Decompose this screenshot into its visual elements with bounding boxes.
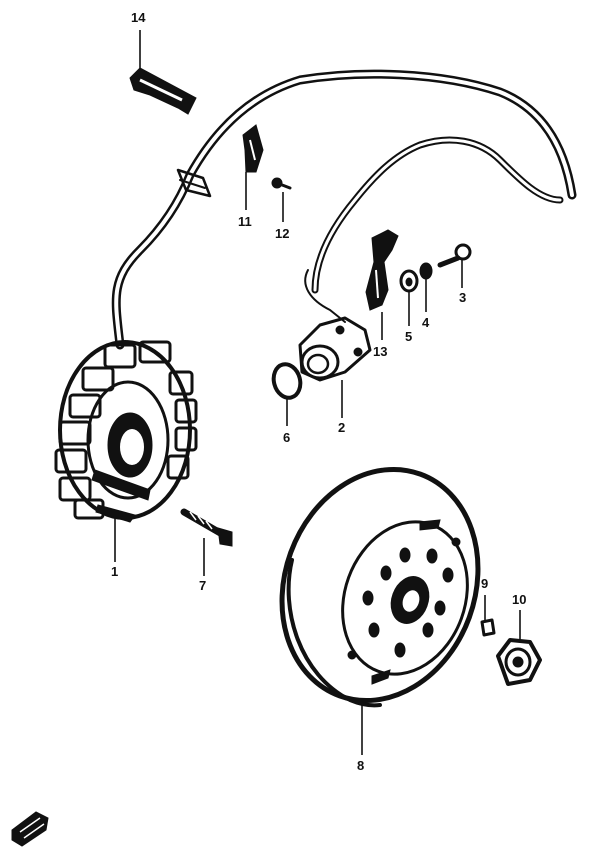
lockwasher-part-4 bbox=[419, 262, 433, 280]
callout-5: 5 bbox=[405, 329, 412, 344]
callout-14: 14 bbox=[131, 10, 146, 25]
callout-3: 3 bbox=[459, 290, 466, 305]
leader-lines bbox=[114, 30, 521, 755]
callout-13: 13 bbox=[373, 344, 387, 359]
washer-part-5 bbox=[399, 269, 419, 293]
callout-12: 12 bbox=[275, 226, 289, 241]
callout-9: 9 bbox=[481, 576, 488, 591]
clamp-part-14 bbox=[129, 67, 197, 115]
callout-8: 8 bbox=[357, 758, 364, 773]
bolt-part-7 bbox=[180, 508, 233, 547]
clamp-part-11 bbox=[242, 124, 264, 173]
pulser-lead-wire bbox=[304, 136, 564, 323]
bracket-part-13 bbox=[365, 229, 399, 311]
callout-labels: 14 11 12 3 4 5 13 2 6 1 7 9 10 8 bbox=[111, 10, 526, 773]
oring-part-6 bbox=[271, 362, 303, 400]
wiring-harness bbox=[111, 69, 577, 350]
wiring-grommet bbox=[176, 168, 212, 198]
screw-part-3 bbox=[437, 243, 472, 268]
callout-2: 2 bbox=[338, 420, 345, 435]
rotor-part-8 bbox=[279, 466, 481, 708]
callout-11: 11 bbox=[238, 214, 252, 229]
callout-1: 1 bbox=[111, 564, 118, 579]
pickup-coil-part-2 bbox=[298, 316, 372, 382]
callout-10: 10 bbox=[512, 592, 526, 607]
callout-7: 7 bbox=[199, 578, 206, 593]
front-direction-arrow-icon bbox=[11, 811, 49, 847]
stator-part-1 bbox=[54, 340, 198, 523]
key-part-9 bbox=[480, 618, 496, 637]
callout-4: 4 bbox=[422, 315, 430, 330]
screw-part-12 bbox=[271, 177, 292, 190]
nut-part-10 bbox=[496, 638, 542, 686]
callout-6: 6 bbox=[283, 430, 290, 445]
